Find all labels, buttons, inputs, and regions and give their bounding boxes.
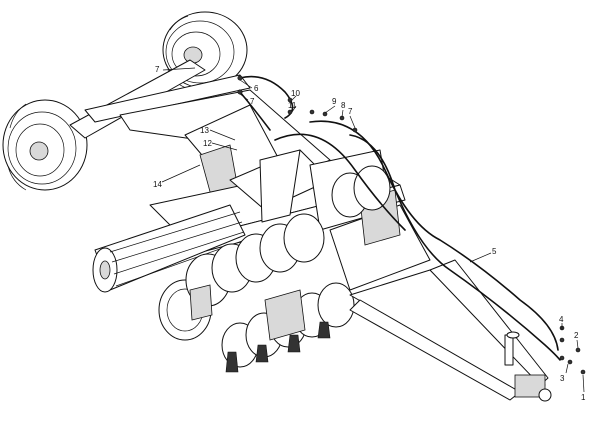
- callout-14: 14: [153, 180, 162, 189]
- callout-1: 1: [581, 393, 586, 402]
- callout-9: 9: [332, 97, 337, 106]
- shanks: [189, 284, 331, 373]
- rolling-basket: [92, 204, 246, 293]
- callout-3: 3: [560, 374, 565, 383]
- callout-13: 13: [200, 126, 209, 135]
- callout-6: 6: [254, 84, 259, 93]
- hitch-tongue: [349, 259, 552, 402]
- callout-10: 10: [291, 89, 300, 98]
- callout-8: 8: [341, 101, 346, 110]
- callout-leaders: [161, 67, 585, 393]
- callout-12: 12: [203, 139, 212, 148]
- callout-labels: 7 6 7 10 11 9 8 7 13 12 14 5 4 2 3 1: [153, 65, 586, 402]
- hydraulic-hoses: [239, 75, 561, 361]
- callout-7a: 7: [155, 65, 160, 74]
- callout-4: 4: [559, 315, 564, 324]
- callout-7b: 7: [250, 97, 255, 106]
- rear-wheel-left: [2, 99, 88, 191]
- callout-7c: 7: [348, 107, 353, 116]
- callout-2: 2: [574, 331, 579, 340]
- callout-5: 5: [492, 247, 497, 256]
- callout-11: 11: [288, 101, 297, 110]
